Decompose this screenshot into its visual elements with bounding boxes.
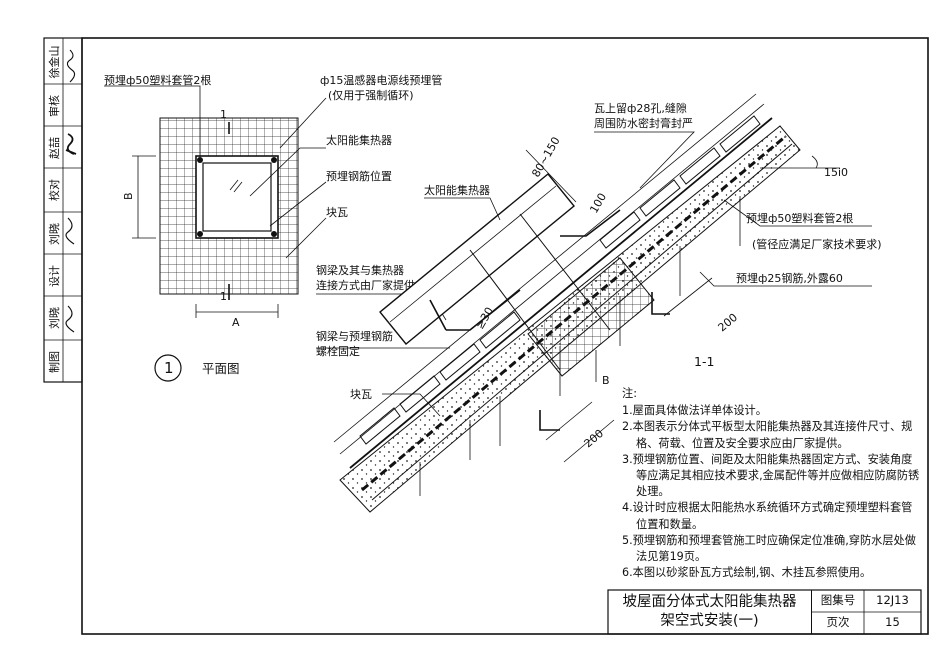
dim-a: A: [232, 316, 240, 329]
note-item: 6.本图以砂浆卧瓦方式绘制,钢、木挂瓦参照使用。: [622, 566, 872, 580]
support-frame: [429, 289, 521, 331]
note-item: 4.设计时应根据太阳能热水系统循环方式确定预埋塑料套管位置和数量。: [622, 501, 913, 531]
title-block: 坡屋面分体式太阳能集热器 架空式安装(一) 图集号 12J13 页次 15: [608, 590, 921, 634]
signature-2: [65, 133, 77, 155]
page-value: 15: [885, 615, 900, 629]
section-mark-top: 1: [220, 108, 227, 121]
callout-sensor-pipe-note: (仅用于强制循环): [328, 89, 414, 102]
note-item: 5.预埋钢筋和预埋套管施工时应确保定位准确,穿防水层处做法见第19页。: [622, 533, 916, 564]
dim-200-upper: 200: [716, 311, 740, 334]
page-label: 页次: [826, 615, 850, 629]
sidebar-label-3: 赵喆: [47, 137, 61, 159]
dim-b-section: B: [602, 374, 610, 387]
callout-plan-pipe: 预埋ф50塑料套管2根: [104, 73, 211, 87]
note-item: 1.屋面具体做法详单体设计。: [622, 404, 767, 418]
sidebar-label-7: 刘晓: [48, 307, 61, 329]
signature-1: [66, 49, 76, 83]
callout-tile-hole-1: 瓦上留ф28孔,缝隙: [594, 101, 687, 115]
signature-4: [65, 305, 75, 333]
callout-beam-bolt-1: 钢梁与预埋钢筋: [316, 329, 393, 343]
callout-tile-hole-2: 周围防水密封膏封严: [594, 116, 693, 130]
note-item: 2.本图表示分体式平板型太阳能集热器及其连接件尺寸、规格、荷载、位置及安全要求应…: [622, 420, 913, 450]
drawing-title: 坡屋面分体式太阳能集热器 架空式安装(一): [608, 590, 812, 634]
callout-steel-beam-1: 钢梁及其与集热器: [316, 263, 404, 277]
rebar-dot: [271, 231, 277, 237]
note-item: 3.预埋钢筋位置、间距及太阳能集热器固定方式、安装角度等应满足其相应技术要求,金…: [622, 452, 920, 499]
signature-3: [65, 217, 75, 245]
callout-rebar-position: 预埋钢筋位置: [326, 169, 392, 183]
atlas-label: 图集号: [820, 593, 856, 607]
view-number-circle: [154, 354, 182, 382]
plan-view: 1 1 A B 预埋ф50塑料套管2根 ф15温感器电源线预埋管 (仅用于强制循…: [104, 73, 450, 382]
callout-section-pipe-2: (管径应满足厂家技术要求): [752, 237, 882, 251]
callout-sensor-pipe: ф15温感器电源线预埋管: [320, 73, 442, 87]
callout-section-pipe-1: 预埋ф50塑料套管2根: [746, 211, 853, 225]
view-number: 1: [164, 359, 174, 377]
sidebar-label-1: 徐金山: [47, 46, 61, 79]
section-title: 1-1: [694, 354, 714, 369]
section-mark-bottom: 1: [220, 290, 227, 303]
sidebar-label-2: 审核: [47, 95, 61, 117]
notes-block: 注: 1.屋面具体做法详单体设计。 2.本图表示分体式平板型太阳能集热器及其连接…: [622, 386, 922, 581]
sidebar-label-5: 刘晓: [48, 223, 61, 245]
rebar-dot: [271, 157, 277, 163]
callout-plan-block-tile: 块瓦: [326, 206, 348, 219]
callout-beam-bolt-2: 螺栓固定: [316, 344, 360, 358]
dim-gap: 80~150: [529, 135, 562, 180]
notes-heading: 注:: [622, 387, 637, 400]
view-title: 平面图: [202, 361, 240, 376]
atlas-value: 12J13: [876, 593, 909, 607]
drawing-title-line1: 坡屋面分体式太阳能集热器: [622, 594, 797, 610]
callout-steel-beam-2: 连接方式由厂家提供: [316, 278, 415, 292]
sidebar-label-6: 设计: [48, 265, 61, 287]
title-block-frame: [607, 589, 922, 635]
callout-section-rebar: 预埋ф25钢筋,外露60: [736, 271, 843, 285]
callout-section-block-tile: 块瓦: [350, 388, 372, 401]
concrete-plinth: [527, 257, 655, 377]
callout-plan-collector: 太阳能集热器: [326, 133, 392, 147]
sidebar-strip: 徐金山 审核 赵喆 校对 刘晓 设计 刘晓 制图: [43, 37, 83, 383]
slope-angle: 15i0: [824, 166, 848, 179]
dim-b: B: [122, 192, 135, 200]
sidebar-label-8: 制图: [48, 351, 61, 373]
dim-100: 100: [587, 191, 609, 216]
sidebar-label-4: 校对: [47, 179, 61, 201]
dim-200-lower: 200: [582, 427, 606, 450]
callout-section-collector: 太阳能集热器: [424, 183, 490, 197]
rebar-dot: [197, 231, 203, 237]
drawing-title-line2: 架空式安装(一): [660, 613, 759, 629]
rebar-dot: [197, 157, 203, 163]
